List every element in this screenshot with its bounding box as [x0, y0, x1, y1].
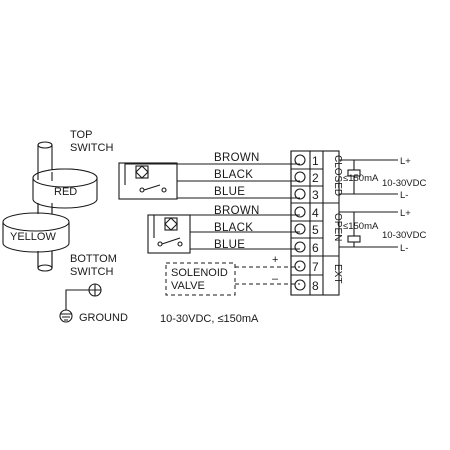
wire-label-bottom-brown: BROWN: [214, 205, 260, 217]
open-output: L+ ≤150mA 10-30VDC L-: [339, 208, 426, 254]
solenoid-plus: +: [272, 254, 278, 266]
ground-label: GROUND: [79, 312, 128, 324]
terminal-screw-icon: [294, 171, 306, 183]
solenoid-minus: –: [272, 273, 279, 285]
terminal-number-6: 6: [312, 241, 319, 255]
shaft-top: [37, 141, 53, 149]
terminal-screw-icon: [294, 279, 306, 291]
open-l-minus: L-: [400, 243, 408, 254]
terminal-screw-icon: [294, 260, 306, 272]
bottom-switch-label: BOTTOM: [70, 253, 117, 265]
bottom-switch-label-2: SWITCH: [70, 266, 113, 278]
switch-contact-icon-2: [157, 237, 183, 247]
yellow-label: YELLOW: [10, 231, 56, 243]
top-switch-label: TOP: [70, 129, 92, 141]
wire-label-bottom-black: BLACK: [214, 222, 253, 234]
terminal-number-5: 5: [312, 223, 319, 237]
terminal-number-4: 4: [312, 206, 319, 220]
switch-contact-icon: [139, 184, 167, 193]
terminal-number-2: 2: [312, 171, 319, 185]
bottom-sensor: [147, 214, 300, 254]
solenoid-valve-box: SOLENOID VALVE + –: [165, 254, 300, 296]
closed-l-minus: L-: [400, 190, 408, 201]
sensor-diamond-icon: [135, 165, 149, 179]
valve-label: VALVE: [171, 280, 205, 292]
footer-spec: 10-30VDC, ≤150mA: [160, 313, 259, 325]
solenoid-label: SOLENOID: [171, 267, 228, 279]
wire-label-top-black: BLACK: [214, 169, 253, 181]
sensor-diamond-icon-2: [164, 217, 178, 231]
top-sensor: [118, 162, 300, 200]
closed-current: ≤150mA: [343, 173, 379, 184]
wire-label-top-brown: BROWN: [214, 152, 260, 164]
terminal-screw-icon: [294, 241, 306, 253]
wire-label-bottom-blue: BLUE: [214, 239, 245, 251]
shaft-bottom: [37, 264, 53, 272]
closed-l-plus: L+: [400, 156, 411, 167]
group-closed-label: CLOSED: [332, 155, 343, 196]
terminal-block: 1 2 3 4 5 6 7 8 CLOSED OPEN EXT: [290, 150, 343, 296]
red-switch-puck: RED: [32, 168, 98, 209]
ground-icon: [59, 309, 73, 323]
terminal-screw-icon: [294, 223, 306, 235]
group-open-label: OPEN: [332, 213, 343, 241]
terminal-screw-icon: [294, 206, 306, 218]
terminal-screw-icon: [294, 154, 306, 166]
closed-output: L+ ≤150mA 10-30VDC L-: [339, 156, 426, 201]
terminal-number-7: 7: [312, 260, 319, 274]
red-label: RED: [54, 186, 77, 198]
open-current: ≤150mA: [343, 221, 379, 232]
terminal-number-3: 3: [312, 188, 319, 202]
wire-label-top-blue: BLUE: [214, 186, 245, 198]
switch-assembly: RED YELLOW: [2, 141, 98, 272]
open-l-plus: L+: [400, 208, 411, 219]
load-icon-2: [347, 235, 361, 243]
terminal-number-8: 8: [312, 279, 319, 293]
closed-voltage: 10-30VDC: [382, 178, 426, 189]
terminal-number-1: 1: [312, 154, 319, 168]
terminal-screw-icon: [294, 188, 306, 200]
top-switch-label-2: SWITCH: [70, 142, 113, 154]
ground-symbol: GROUND: [59, 283, 128, 324]
group-ext-label: EXT: [332, 264, 343, 283]
yellow-switch-puck: YELLOW: [2, 212, 70, 253]
open-voltage: 10-30VDC: [382, 230, 426, 241]
